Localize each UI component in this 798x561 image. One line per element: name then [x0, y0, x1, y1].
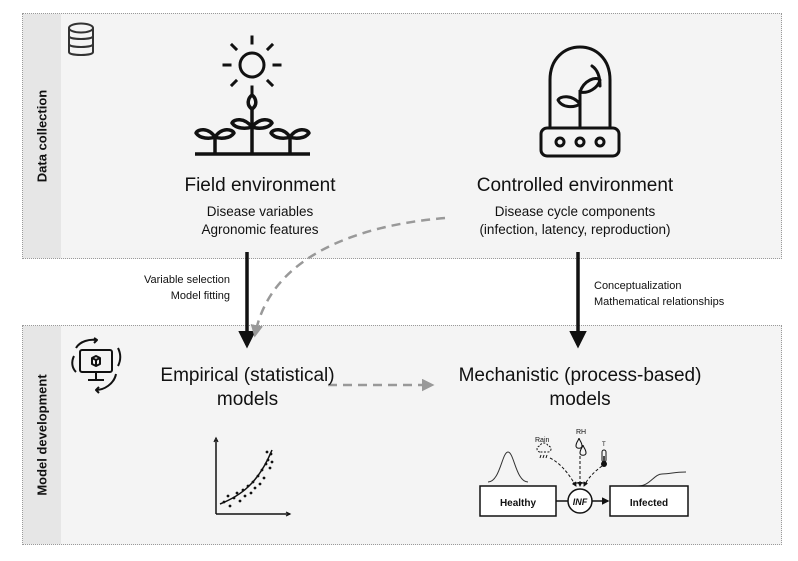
mechanistic-diagram: Healthy Infected INF Rain RH T [479, 429, 689, 517]
data-collection-panel [22, 13, 782, 259]
bell-jar-plant-icon [539, 45, 621, 158]
scatter-plot-illustration [213, 436, 292, 517]
temperature-label: T [602, 442, 606, 448]
field-agronomic-features: Agronomic features [201, 222, 319, 237]
database-icon [68, 22, 94, 56]
rh-label: RH [576, 429, 586, 436]
infected-box [609, 485, 689, 517]
controlled-disease-cycle: Disease cycle components [494, 204, 656, 219]
rain-label: Rain [535, 437, 550, 444]
right-arrow-label: Conceptualization Mathematical relations… [594, 278, 764, 310]
field-environment-title: Field environment [184, 175, 336, 196]
healthy-box [479, 485, 557, 517]
empirical-models-line1: Empirical (statistical) [160, 365, 335, 386]
data-collection-sidebar: Data collection [23, 14, 61, 258]
variable-selection-label: Variable selection [143, 274, 230, 286]
healthy-label: Healthy [500, 498, 537, 509]
field-disease-variables: Disease variables [206, 204, 314, 219]
controlled-cycle-components: (infection, latency, reproduction) [479, 222, 671, 237]
humidity-drops-icon [575, 437, 587, 456]
model-monitor-icon [71, 337, 122, 394]
mechanistic-models-line2: models [549, 389, 611, 410]
rain-cloud-icon [536, 442, 552, 459]
infected-label: Infected [630, 498, 668, 509]
sun-icon [222, 35, 282, 95]
left-arrow-label: Variable selection Model fitting [105, 272, 230, 304]
mechanistic-models-line1: Mechanistic (process-based) [458, 365, 702, 386]
controlled-environment-title: Controlled environment [476, 175, 674, 196]
model-development-sidebar: Model development [23, 326, 61, 544]
plants-icon [194, 93, 311, 156]
dashed-arrow-controlled-to-empirical [250, 216, 446, 338]
model-fitting-label: Model fitting [170, 290, 230, 302]
empirical-models-line2: models [216, 389, 279, 410]
inf-label: INF [573, 497, 588, 507]
conceptualization-label: Conceptualization [594, 280, 682, 292]
thermometer-icon [601, 449, 607, 467]
mathematical-relationships-label: Mathematical relationships [594, 296, 725, 308]
